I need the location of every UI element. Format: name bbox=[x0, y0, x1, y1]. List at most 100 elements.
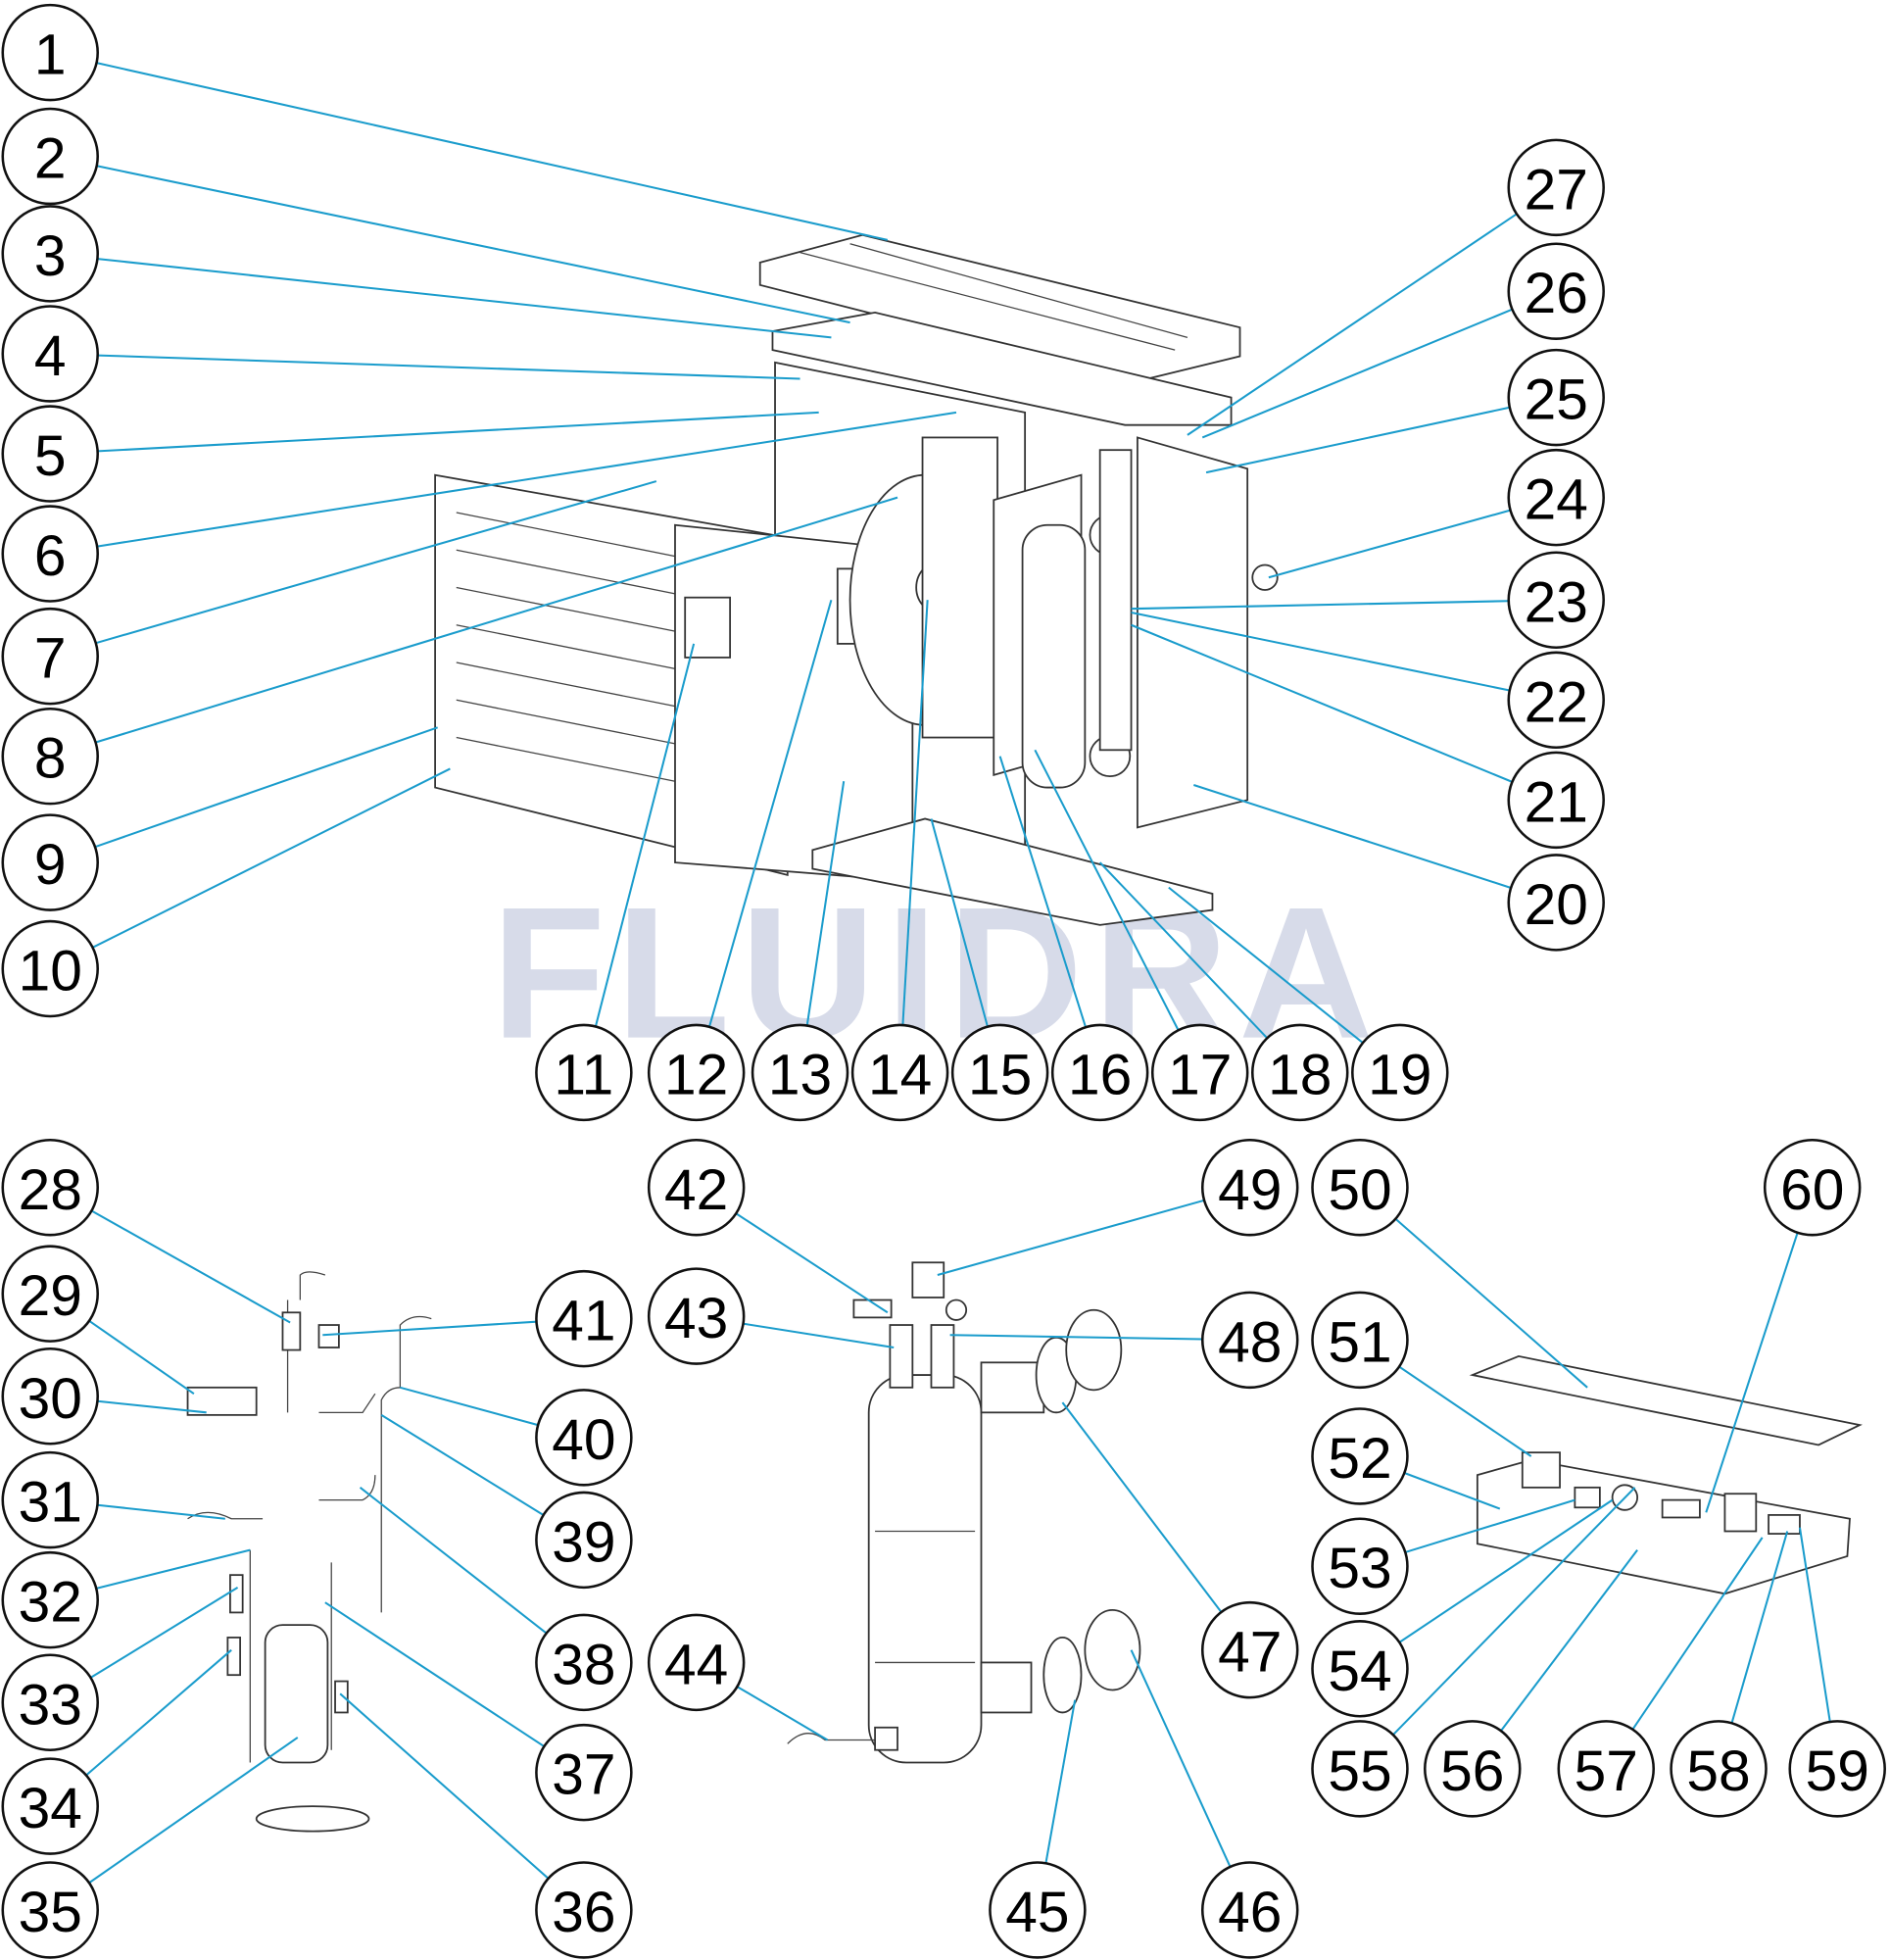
callout-55[interactable]: 55 bbox=[1311, 1720, 1409, 1818]
callout-28[interactable]: 28 bbox=[1, 1138, 99, 1237]
callout-circle bbox=[1200, 1291, 1299, 1390]
sensor-36 bbox=[334, 1680, 349, 1714]
callout-19[interactable]: 19 bbox=[1351, 1023, 1449, 1122]
callout-44[interactable]: 44 bbox=[647, 1613, 746, 1712]
callout-35[interactable]: 35 bbox=[1, 1861, 99, 1959]
callout-number: 3 bbox=[34, 224, 67, 288]
leader-line-22 bbox=[1131, 612, 1510, 692]
callout-39[interactable]: 39 bbox=[535, 1491, 633, 1590]
leader-line-18 bbox=[1098, 861, 1269, 1039]
callout-22[interactable]: 22 bbox=[1507, 651, 1605, 750]
callout-45[interactable]: 45 bbox=[989, 1861, 1087, 1959]
callout-7[interactable]: 7 bbox=[1, 607, 99, 706]
callout-circle bbox=[1, 505, 99, 603]
callout-25[interactable]: 25 bbox=[1507, 348, 1605, 447]
callout-3[interactable]: 3 bbox=[1, 205, 99, 303]
callout-30[interactable]: 30 bbox=[1, 1348, 99, 1446]
leader-line-12 bbox=[708, 599, 833, 1028]
callout-16[interactable]: 16 bbox=[1050, 1023, 1149, 1122]
callout-circle bbox=[1424, 1720, 1522, 1818]
callout-20[interactable]: 20 bbox=[1507, 854, 1605, 952]
callout-5[interactable]: 5 bbox=[1, 405, 99, 503]
callout-27[interactable]: 27 bbox=[1507, 138, 1605, 237]
callout-53[interactable]: 53 bbox=[1311, 1517, 1409, 1615]
callout-circle bbox=[1200, 1138, 1299, 1237]
callout-49[interactable]: 49 bbox=[1200, 1138, 1299, 1237]
callout-circle bbox=[535, 1269, 633, 1368]
callout-number: 58 bbox=[1686, 1740, 1750, 1803]
nut-48 bbox=[1065, 1308, 1123, 1392]
callout-14[interactable]: 14 bbox=[850, 1023, 949, 1122]
leader-line-6 bbox=[96, 411, 957, 548]
leader-line-28 bbox=[90, 1209, 291, 1324]
leader-line-37 bbox=[324, 1601, 545, 1747]
callout-32[interactable]: 32 bbox=[1, 1550, 99, 1649]
callout-29[interactable]: 29 bbox=[1, 1245, 99, 1343]
callout-circle bbox=[1507, 551, 1605, 649]
callout-17[interactable]: 17 bbox=[1150, 1023, 1249, 1122]
callout-12[interactable]: 12 bbox=[647, 1023, 746, 1122]
callout-number: 56 bbox=[1440, 1740, 1504, 1803]
right-side-panel bbox=[1137, 436, 1249, 829]
callout-circle bbox=[1507, 448, 1605, 547]
callout-11[interactable]: 11 bbox=[535, 1023, 633, 1122]
callout-58[interactable]: 58 bbox=[1670, 1720, 1768, 1818]
callout-number: 25 bbox=[1525, 368, 1588, 432]
callout-57[interactable]: 57 bbox=[1557, 1720, 1655, 1818]
leader-line-34 bbox=[85, 1648, 232, 1777]
electrical-box-cover bbox=[1469, 1355, 1863, 1446]
leader-line-41 bbox=[322, 1320, 537, 1337]
callout-9[interactable]: 9 bbox=[1, 813, 99, 911]
callout-59[interactable]: 59 bbox=[1788, 1720, 1886, 1818]
callout-number: 8 bbox=[34, 727, 67, 791]
leader-line-3 bbox=[97, 258, 832, 339]
callout-52[interactable]: 52 bbox=[1311, 1407, 1409, 1505]
leader-line-8 bbox=[95, 496, 898, 744]
callout-26[interactable]: 26 bbox=[1507, 242, 1605, 340]
callout-circle bbox=[535, 1613, 633, 1712]
leader-line-35 bbox=[88, 1737, 299, 1885]
callout-21[interactable]: 21 bbox=[1507, 751, 1605, 850]
callout-47[interactable]: 47 bbox=[1200, 1600, 1299, 1699]
callout-46[interactable]: 46 bbox=[1200, 1861, 1299, 1959]
callout-34[interactable]: 34 bbox=[1, 1757, 99, 1855]
callout-10[interactable]: 10 bbox=[1, 919, 99, 1018]
callout-15[interactable]: 15 bbox=[950, 1023, 1049, 1122]
callout-18[interactable]: 18 bbox=[1251, 1023, 1349, 1122]
callout-number: 42 bbox=[664, 1158, 728, 1222]
callout-41[interactable]: 41 bbox=[535, 1269, 633, 1368]
suction-pipes bbox=[249, 1549, 332, 1763]
callout-4[interactable]: 4 bbox=[1, 305, 99, 403]
callout-24[interactable]: 24 bbox=[1507, 448, 1605, 547]
callout-13[interactable]: 13 bbox=[751, 1023, 849, 1122]
callout-48[interactable]: 48 bbox=[1200, 1291, 1299, 1390]
callout-43[interactable]: 43 bbox=[647, 1267, 746, 1365]
cap-49 bbox=[945, 1298, 968, 1321]
callout-31[interactable]: 31 bbox=[1, 1450, 99, 1549]
callout-6[interactable]: 6 bbox=[1, 505, 99, 603]
callout-33[interactable]: 33 bbox=[1, 1653, 99, 1751]
callout-37[interactable]: 37 bbox=[535, 1723, 633, 1822]
leader-line-15 bbox=[930, 818, 989, 1027]
leader-line-52 bbox=[1403, 1472, 1501, 1510]
callout-56[interactable]: 56 bbox=[1424, 1720, 1522, 1818]
callout-2[interactable]: 2 bbox=[1, 107, 99, 206]
callout-1[interactable]: 1 bbox=[1, 3, 99, 102]
callout-50[interactable]: 50 bbox=[1311, 1138, 1409, 1237]
callout-8[interactable]: 8 bbox=[1, 707, 99, 806]
leader-line-48 bbox=[949, 1334, 1203, 1341]
callout-51[interactable]: 51 bbox=[1311, 1291, 1409, 1390]
callout-42[interactable]: 42 bbox=[647, 1138, 746, 1237]
callout-number: 10 bbox=[19, 940, 82, 1004]
callout-36[interactable]: 36 bbox=[535, 1861, 633, 1959]
callout-38[interactable]: 38 bbox=[535, 1613, 633, 1712]
leader-line-20 bbox=[1193, 784, 1512, 889]
callout-54[interactable]: 54 bbox=[1311, 1620, 1409, 1718]
callout-23[interactable]: 23 bbox=[1507, 551, 1605, 649]
callout-40[interactable]: 40 bbox=[535, 1389, 633, 1487]
callout-circle bbox=[1, 1138, 99, 1237]
leader-line-4 bbox=[97, 354, 800, 380]
callout-number: 4 bbox=[34, 324, 67, 388]
callout-60[interactable]: 60 bbox=[1763, 1138, 1862, 1237]
